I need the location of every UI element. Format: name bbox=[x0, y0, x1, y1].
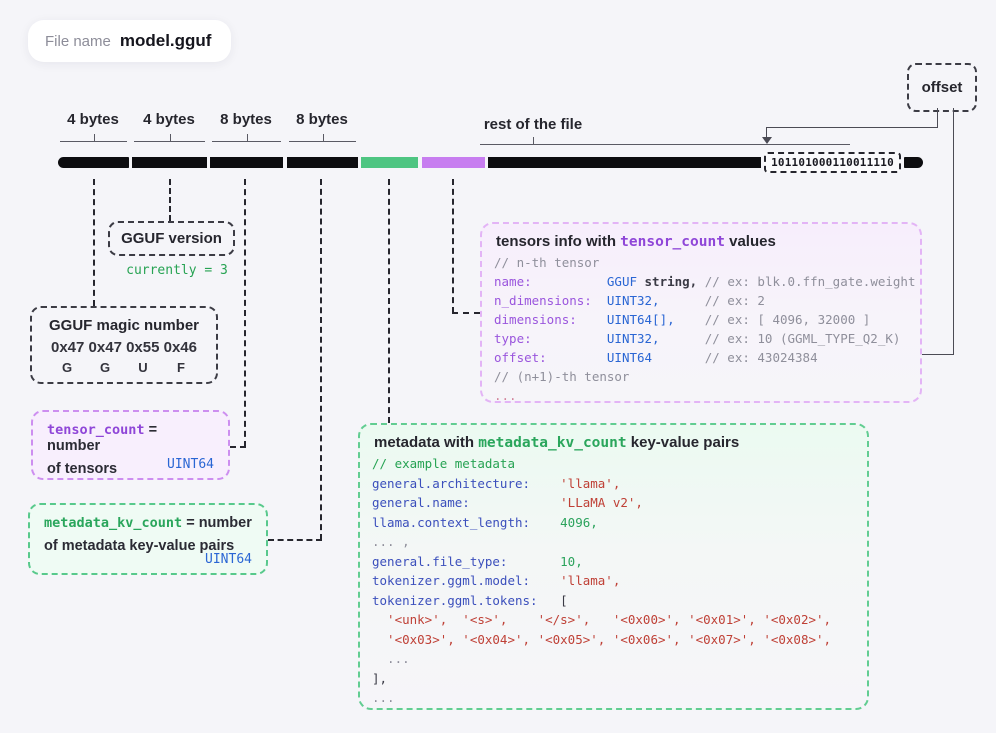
tensor-count-box: tensor_count = number of tensors UINT64 bbox=[31, 410, 230, 480]
tensor-count-type: UINT64 bbox=[167, 457, 214, 472]
connector-tensor-count-h bbox=[230, 446, 246, 448]
offset-line-b bbox=[766, 127, 938, 128]
gguf-magic-number-box: GGUF magic number 0x47 0x47 0x55 0x46 G … bbox=[30, 306, 218, 384]
offset-line-d bbox=[953, 108, 954, 355]
metadata-title: metadata with metadata_kv_count key-valu… bbox=[374, 434, 855, 451]
offset-arrow-down-icon bbox=[762, 137, 772, 144]
bar-segment-gguf-version bbox=[132, 157, 207, 168]
seg2-bracket bbox=[134, 134, 205, 142]
tensors-info-title: tensors info with tensor_count values bbox=[496, 233, 908, 250]
metadata-title-pre: metadata with bbox=[374, 434, 479, 451]
tensors-info-box: tensors info with tensor_count values //… bbox=[480, 222, 922, 403]
rest-of-file-label: rest of the file bbox=[483, 116, 583, 133]
metadata-kv-count-box: metadata_kv_count = number of metadata k… bbox=[28, 503, 268, 575]
bar-segment-magic-number bbox=[58, 157, 129, 168]
metadata-kv-line2: of metadata key-value pairs bbox=[44, 538, 235, 554]
magic-hex: 0x47 0x47 0x55 0x46 bbox=[51, 339, 197, 356]
file-name-label: File name bbox=[45, 32, 111, 50]
connector-metadata-kv-h bbox=[268, 539, 322, 541]
offset-label: offset bbox=[921, 79, 963, 96]
metadata-title-post: key-value pairs bbox=[626, 434, 740, 451]
file-name-pill: File name model.gguf bbox=[28, 20, 232, 62]
metadata-kv-line1: metadata_kv_count = number bbox=[44, 515, 252, 531]
gguf-version-box: GGUF version bbox=[108, 221, 235, 256]
file-name-value: model.gguf bbox=[119, 31, 212, 50]
connector-version bbox=[169, 179, 171, 221]
bar-segment-rest-of-file bbox=[488, 157, 761, 168]
tensor-count-eq: = number bbox=[47, 422, 158, 454]
connector-tensor-count-v bbox=[244, 179, 246, 447]
connector-tensors-box-v bbox=[452, 179, 454, 313]
magic-char-g2: G bbox=[99, 360, 111, 375]
seg3-size-label: 8 bytes bbox=[220, 111, 272, 128]
connector-metadata-kv-v bbox=[320, 179, 322, 540]
offset-callout: offset bbox=[907, 63, 977, 112]
metadata-kv-type: UINT64 bbox=[205, 552, 252, 567]
metadata-kv-code: metadata_kv_count bbox=[44, 515, 183, 531]
tensor-count-line2: of tensors bbox=[47, 461, 118, 477]
magic-char-f: F bbox=[177, 360, 185, 375]
metadata-box: metadata with metadata_kv_count key-valu… bbox=[358, 423, 869, 710]
gguf-version-title: GGUF version bbox=[121, 230, 222, 247]
tensors-title-code: tensor_count bbox=[620, 234, 725, 250]
bar-segment-tensors-info bbox=[422, 157, 485, 168]
seg4-bracket bbox=[289, 134, 356, 142]
offset-binary-value: 101101000110011110 bbox=[771, 156, 894, 169]
offset-line-a bbox=[937, 108, 938, 128]
seg1-size-label: 4 bytes bbox=[67, 111, 119, 128]
offset-line-c bbox=[766, 127, 767, 138]
tensor-count-line1: tensor_count = number bbox=[47, 422, 214, 454]
tensors-title-pre: tensors info with bbox=[496, 233, 621, 250]
rest-bracket bbox=[480, 137, 850, 145]
magic-char-u: U bbox=[138, 360, 148, 375]
metadata-kv-eq: = number bbox=[182, 515, 252, 531]
metadata-title-code: metadata_kv_count bbox=[478, 435, 627, 451]
connector-metadata-box bbox=[388, 179, 390, 423]
bar-segment-tensor-count bbox=[210, 157, 283, 168]
connector-tensors-box-h bbox=[452, 312, 480, 314]
connector-magic bbox=[93, 179, 95, 306]
seg1-bracket bbox=[60, 134, 127, 142]
offset-binary-box: 101101000110011110 bbox=[764, 152, 901, 173]
magic-title: GGUF magic number bbox=[48, 317, 200, 334]
bar-segment-metadata bbox=[361, 157, 418, 168]
gguf-version-note: currently = 3 bbox=[126, 263, 228, 278]
tensors-title-post: values bbox=[724, 233, 776, 250]
tensor-count-code: tensor_count bbox=[47, 422, 145, 438]
seg4-size-label: 8 bytes bbox=[296, 111, 348, 128]
seg2-size-label: 4 bytes bbox=[143, 111, 195, 128]
magic-char-g1: G bbox=[61, 360, 73, 375]
magic-chars: G G U F bbox=[48, 360, 200, 375]
bar-segment-metadata-kv-count bbox=[287, 157, 358, 168]
bar-segment-file-tail bbox=[904, 157, 923, 168]
seg3-bracket bbox=[212, 134, 281, 142]
